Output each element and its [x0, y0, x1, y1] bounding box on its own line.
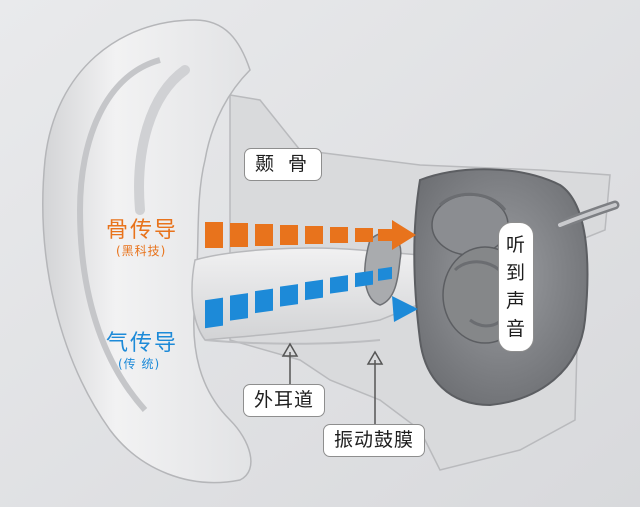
- eardrum-pointer: [366, 350, 384, 425]
- air-arrow-segment: [378, 266, 392, 281]
- air-conduction-arrow: [205, 266, 418, 329]
- ear-canal-label: 外耳道: [243, 384, 326, 417]
- air-arrow-segment: [255, 288, 273, 314]
- air-conduction-title: 气传导: [106, 331, 179, 356]
- air-arrow-segment: [280, 284, 298, 307]
- air-conduction-subtitle: (传 统): [118, 357, 161, 371]
- bone-arrow-segment: [305, 226, 323, 244]
- air-arrow-segment: [355, 270, 373, 288]
- bone-arrow-segment: [280, 225, 298, 245]
- bone-arrow-segment: [330, 227, 348, 243]
- ear-canal-pointer: [281, 342, 299, 385]
- up-arrow-icon: [281, 342, 299, 357]
- bone-arrow-segment: [355, 228, 373, 242]
- eardrum-label: 振动鼓膜: [323, 424, 426, 457]
- air-arrow-segment: [205, 297, 223, 329]
- bone-conduction-arrow: [205, 220, 416, 250]
- air-arrow-segment: [230, 293, 248, 321]
- hear-sound-label: 听到声音: [498, 222, 534, 352]
- up-arrow-icon: [366, 350, 384, 365]
- bone-arrow-segment: [378, 229, 392, 241]
- air-arrow-segment: [330, 275, 348, 294]
- air-arrow-segment: [305, 279, 323, 301]
- bone-conduction-title: 骨传导: [106, 218, 179, 243]
- air-arrow-head: [392, 296, 418, 322]
- bone-arrow-segment: [230, 223, 248, 247]
- bone-arrow-segment: [255, 224, 273, 246]
- temporal-bone-label: 颞骨: [244, 148, 323, 181]
- bone-arrow-head: [392, 220, 416, 250]
- bone-conduction-subtitle: (黑科技): [116, 244, 167, 258]
- bone-arrow-segment: [205, 222, 223, 248]
- outer-ear: [42, 19, 252, 484]
